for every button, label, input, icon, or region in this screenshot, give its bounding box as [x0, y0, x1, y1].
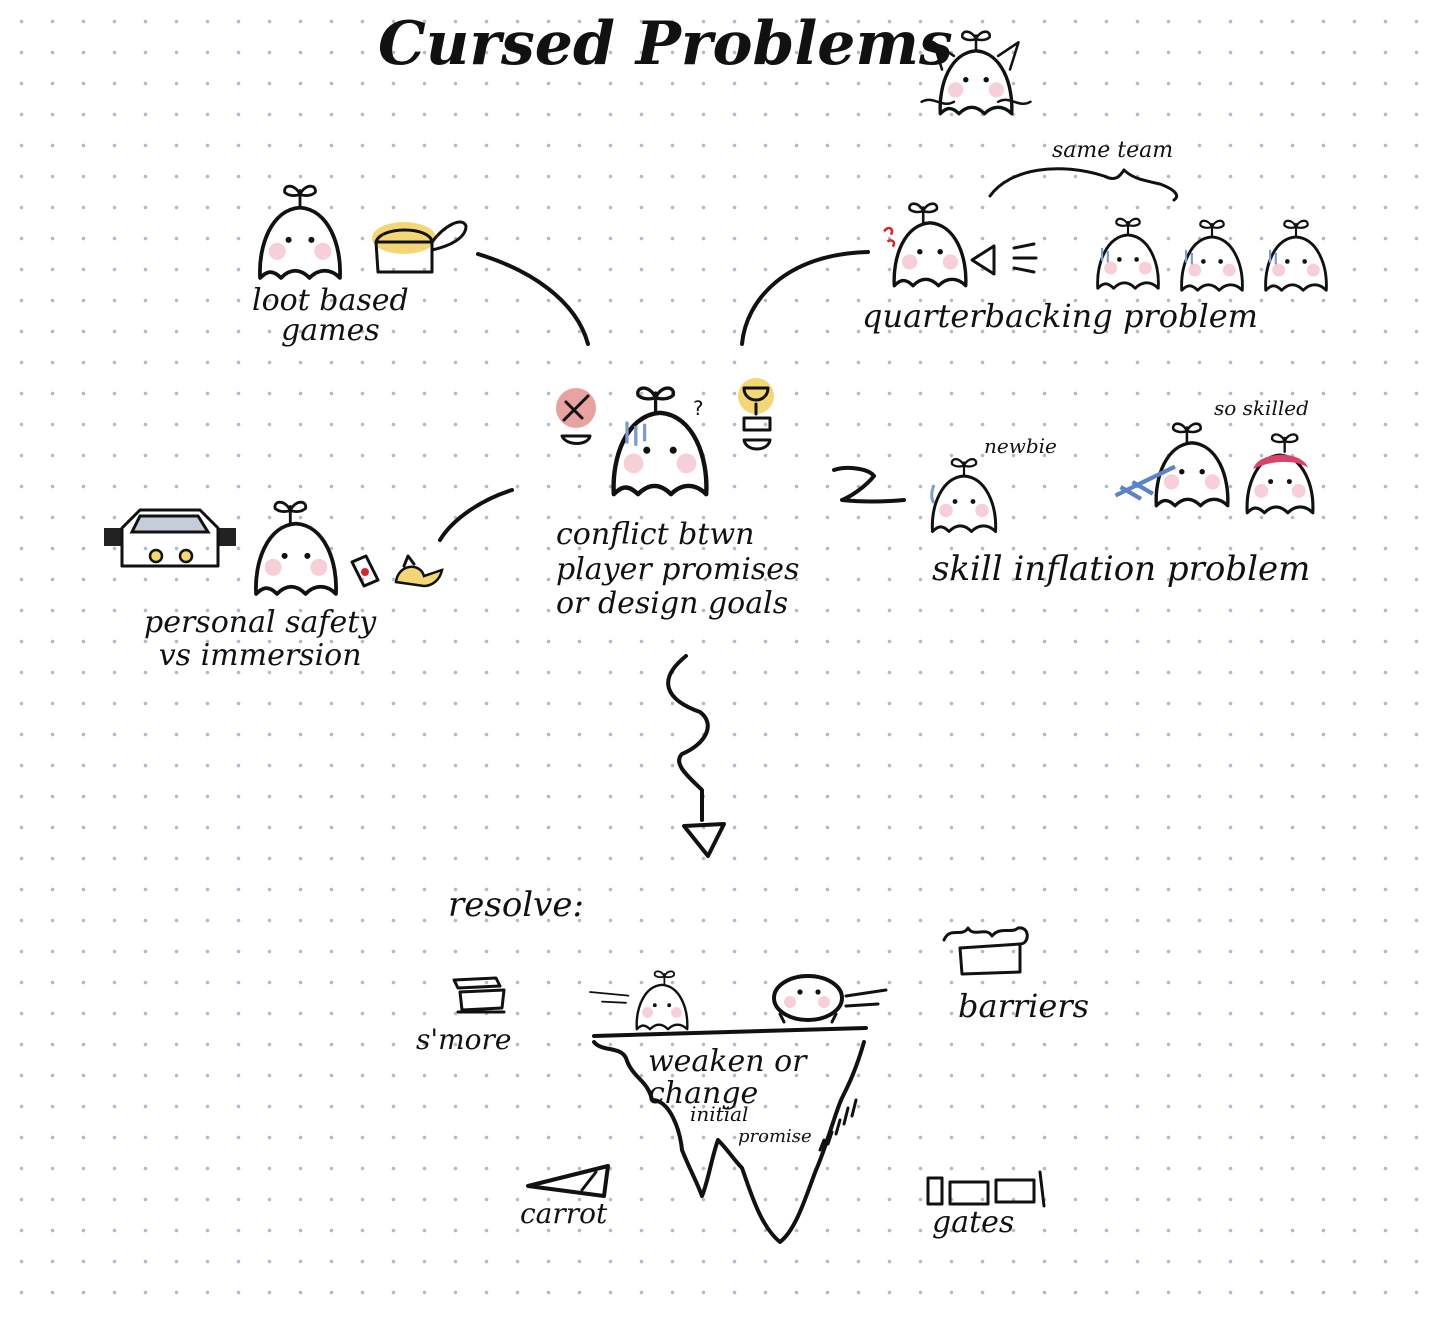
smore-icon [452, 976, 506, 1014]
newbie-blob-icon [930, 458, 998, 533]
connector-lines [438, 250, 906, 542]
center-line3: or design goals [556, 586, 789, 621]
teammate-blob-icon [1096, 217, 1160, 290]
loot-games-label: loot based games [252, 286, 409, 346]
barriers-label: barriers [958, 987, 1090, 1025]
iceberg-icon [592, 1026, 868, 1244]
trophy-icon [738, 378, 774, 451]
smore-label: s'more [416, 1023, 512, 1056]
center-conflict-label: conflict btwn player promises or design … [556, 517, 800, 622]
personal-safety-label: personal safety vs immersion [144, 606, 376, 672]
teammate-blob-icon [1180, 219, 1244, 292]
treasure-chest-icon [372, 220, 468, 274]
same-team-label: same team [1052, 138, 1174, 163]
carrot-label: carrot [520, 1197, 608, 1230]
confused-blob-icon: ? [614, 386, 707, 494]
personal-line2: vs immersion [158, 638, 362, 673]
car-icon [104, 508, 236, 568]
skill-inflation-label: skill inflation problem [932, 549, 1311, 589]
carrot-icon [526, 1164, 610, 1198]
quarterbacking-label: quarterbacking problem [862, 297, 1258, 335]
megaphone-icon [970, 242, 1038, 276]
so-skilled-label: so skilled [1214, 396, 1309, 420]
phone-icon [350, 554, 380, 588]
iceberg-line1: weaken or [648, 1044, 807, 1079]
arrow-down-icon [666, 654, 726, 858]
chick-icon [394, 554, 444, 588]
sword-badge-icon [556, 388, 596, 445]
iceberg-label: weaken or change [648, 1046, 807, 1109]
center-line2: player promises [556, 551, 800, 587]
gates-label: gates [932, 1205, 1015, 1240]
round-blob-icon [772, 974, 888, 1024]
barriers-icon [942, 926, 1029, 976]
personal-blob-icon [254, 500, 338, 596]
iceberg-line2: change [648, 1075, 759, 1111]
iceberg-line4: promise [738, 1126, 812, 1147]
resolve-heading: resolve: [448, 885, 584, 925]
skilled-blob-icon [1114, 422, 1230, 508]
title-mascot-icon [920, 30, 1032, 116]
scared-blob-icon [589, 970, 689, 1031]
iceberg-line3: initial [690, 1102, 749, 1126]
center-line1: conflict btwn [556, 517, 755, 552]
same-team-brace [988, 167, 1179, 202]
page-title: Cursed Problems [378, 9, 953, 79]
teammate-blob-icon [1264, 219, 1328, 292]
svg-text:?: ? [693, 397, 704, 420]
personal-line1: personal safety [144, 605, 377, 640]
angry-leader-blob-icon [883, 202, 968, 288]
loot-games-line1: loot based [252, 283, 409, 318]
gate-icon [926, 1170, 1046, 1208]
loot-blob-icon [258, 184, 342, 280]
newbie-label: newbie [984, 434, 1057, 458]
loot-games-line2: games [281, 313, 380, 348]
pink-hair-blob-icon [1245, 433, 1315, 515]
